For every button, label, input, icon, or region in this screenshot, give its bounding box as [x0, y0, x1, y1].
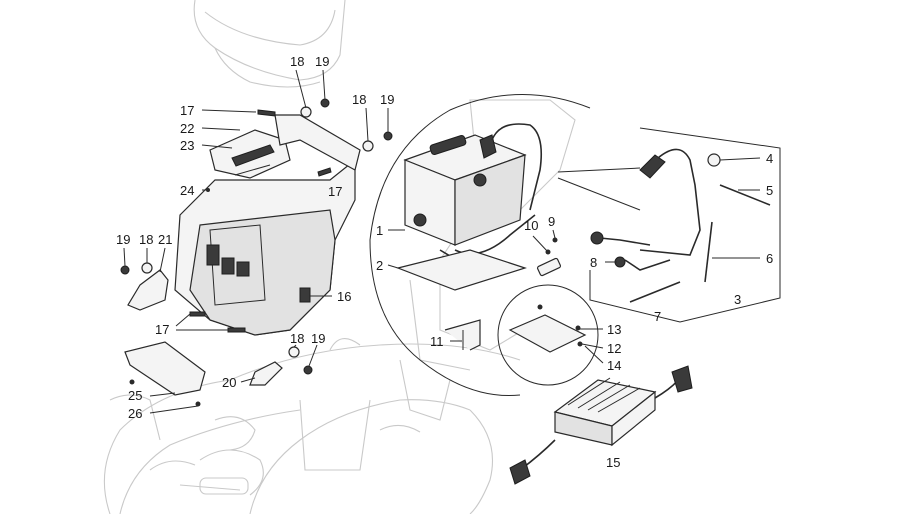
callout-22: 22	[180, 121, 194, 136]
battery-cable	[491, 123, 543, 211]
battery-cover-inset-circle	[497, 284, 599, 386]
callout-18c: 18	[139, 232, 153, 247]
callout-17c: 17	[155, 322, 169, 337]
callout-18b: 18	[352, 92, 366, 107]
hardware-fasteners	[120, 98, 393, 407]
callout-17b: 17	[328, 184, 342, 199]
callout-26: 26	[128, 406, 142, 421]
callout-8: 8	[590, 255, 597, 270]
callout-11: 11	[430, 334, 444, 349]
callout-19a: 19	[315, 54, 329, 69]
callout-9: 9	[548, 214, 555, 229]
callout-12: 12	[607, 341, 621, 356]
callout-3: 3	[734, 292, 741, 307]
battery-box-part-16	[174, 158, 356, 336]
callout-labels: 18 19 18 19 17 22 23 24 17 19 18 21 16 1…	[116, 54, 773, 470]
callout-18a: 18	[290, 54, 304, 69]
callout-20: 20	[222, 375, 236, 390]
callout-10: 10	[524, 218, 538, 233]
harness-pointer-line-a	[557, 167, 641, 173]
battery-part-1	[403, 134, 527, 246]
callout-7: 7	[654, 309, 661, 324]
callout-14: 14	[607, 358, 621, 373]
harness-inset-frame	[589, 127, 781, 323]
callout-4: 4	[766, 151, 773, 166]
callout-23: 23	[180, 138, 194, 153]
callout-19c: 19	[116, 232, 130, 247]
callout-2: 2	[376, 258, 383, 273]
callout-6: 6	[766, 251, 773, 266]
callout-13: 13	[607, 322, 621, 337]
callout-17a: 17	[180, 103, 194, 118]
callout-18d: 18	[290, 331, 304, 346]
callout-24: 24	[180, 183, 194, 198]
callout-1: 1	[376, 223, 383, 238]
lower-bracket-part-25	[124, 341, 206, 396]
callout-19b: 19	[380, 92, 394, 107]
charger-part-15	[509, 365, 693, 485]
clip-part-20	[249, 361, 283, 386]
callout-5: 5	[766, 183, 773, 198]
side-bracket-part-21	[127, 269, 169, 311]
cover-part-12	[508, 314, 587, 353]
callout-19d: 19	[311, 331, 325, 346]
callout-15: 15	[606, 455, 620, 470]
callout-16: 16	[337, 289, 351, 304]
leader-lines	[123, 69, 761, 414]
top-bracket-part-22	[209, 114, 361, 179]
battery-pad-part-2	[396, 249, 527, 291]
callout-21: 21	[158, 232, 172, 247]
callout-25: 25	[128, 388, 142, 403]
scooter-body-ghost	[103, 0, 521, 514]
harness-pointer-line-b	[557, 177, 641, 211]
battery-detail-circle	[369, 94, 591, 397]
harness-parts	[590, 148, 771, 303]
fuse-parts-9-10	[536, 237, 562, 277]
